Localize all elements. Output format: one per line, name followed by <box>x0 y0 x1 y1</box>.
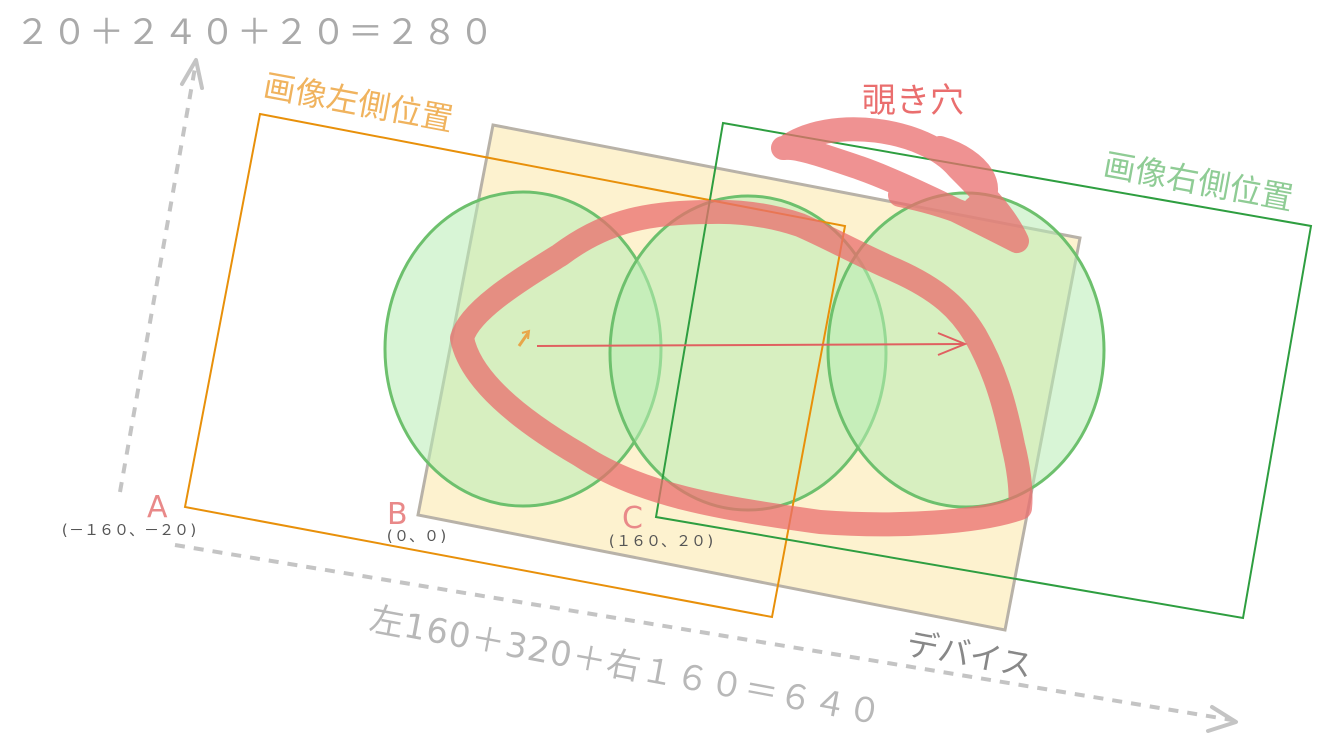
point-b-label: B <box>387 497 408 532</box>
peephole-label: 覗き穴 <box>862 81 964 121</box>
left-image-label: 画像左側位置 <box>261 67 457 139</box>
vertical-axis <box>118 58 204 493</box>
point-b-coord: (０、０) <box>385 527 448 545</box>
left-image-rectangle <box>183 112 847 619</box>
peephole-stroke <box>771 117 1029 253</box>
point-c-coord: (１６０、２０) <box>607 532 715 550</box>
small-arrow-icon <box>517 329 531 347</box>
point-a-coord: (－１６０、－２０) <box>60 521 198 539</box>
peephole-loop <box>450 199 1033 537</box>
point-a: A (－１６０、－２０) <box>60 490 198 539</box>
horizontal-axis <box>174 543 1238 733</box>
vertical-axis-label: ２０＋２４０＋２０＝２８０ <box>15 13 496 53</box>
motion-arrow <box>536 332 968 356</box>
right-image-rectangle <box>654 121 1313 620</box>
point-c: C (１６０、２０) <box>607 501 715 550</box>
point-a-label: A <box>147 490 168 525</box>
lens-circle-right <box>826 191 1106 509</box>
point-c-label: C <box>622 501 643 536</box>
point-b: B (０、０) <box>385 497 448 545</box>
